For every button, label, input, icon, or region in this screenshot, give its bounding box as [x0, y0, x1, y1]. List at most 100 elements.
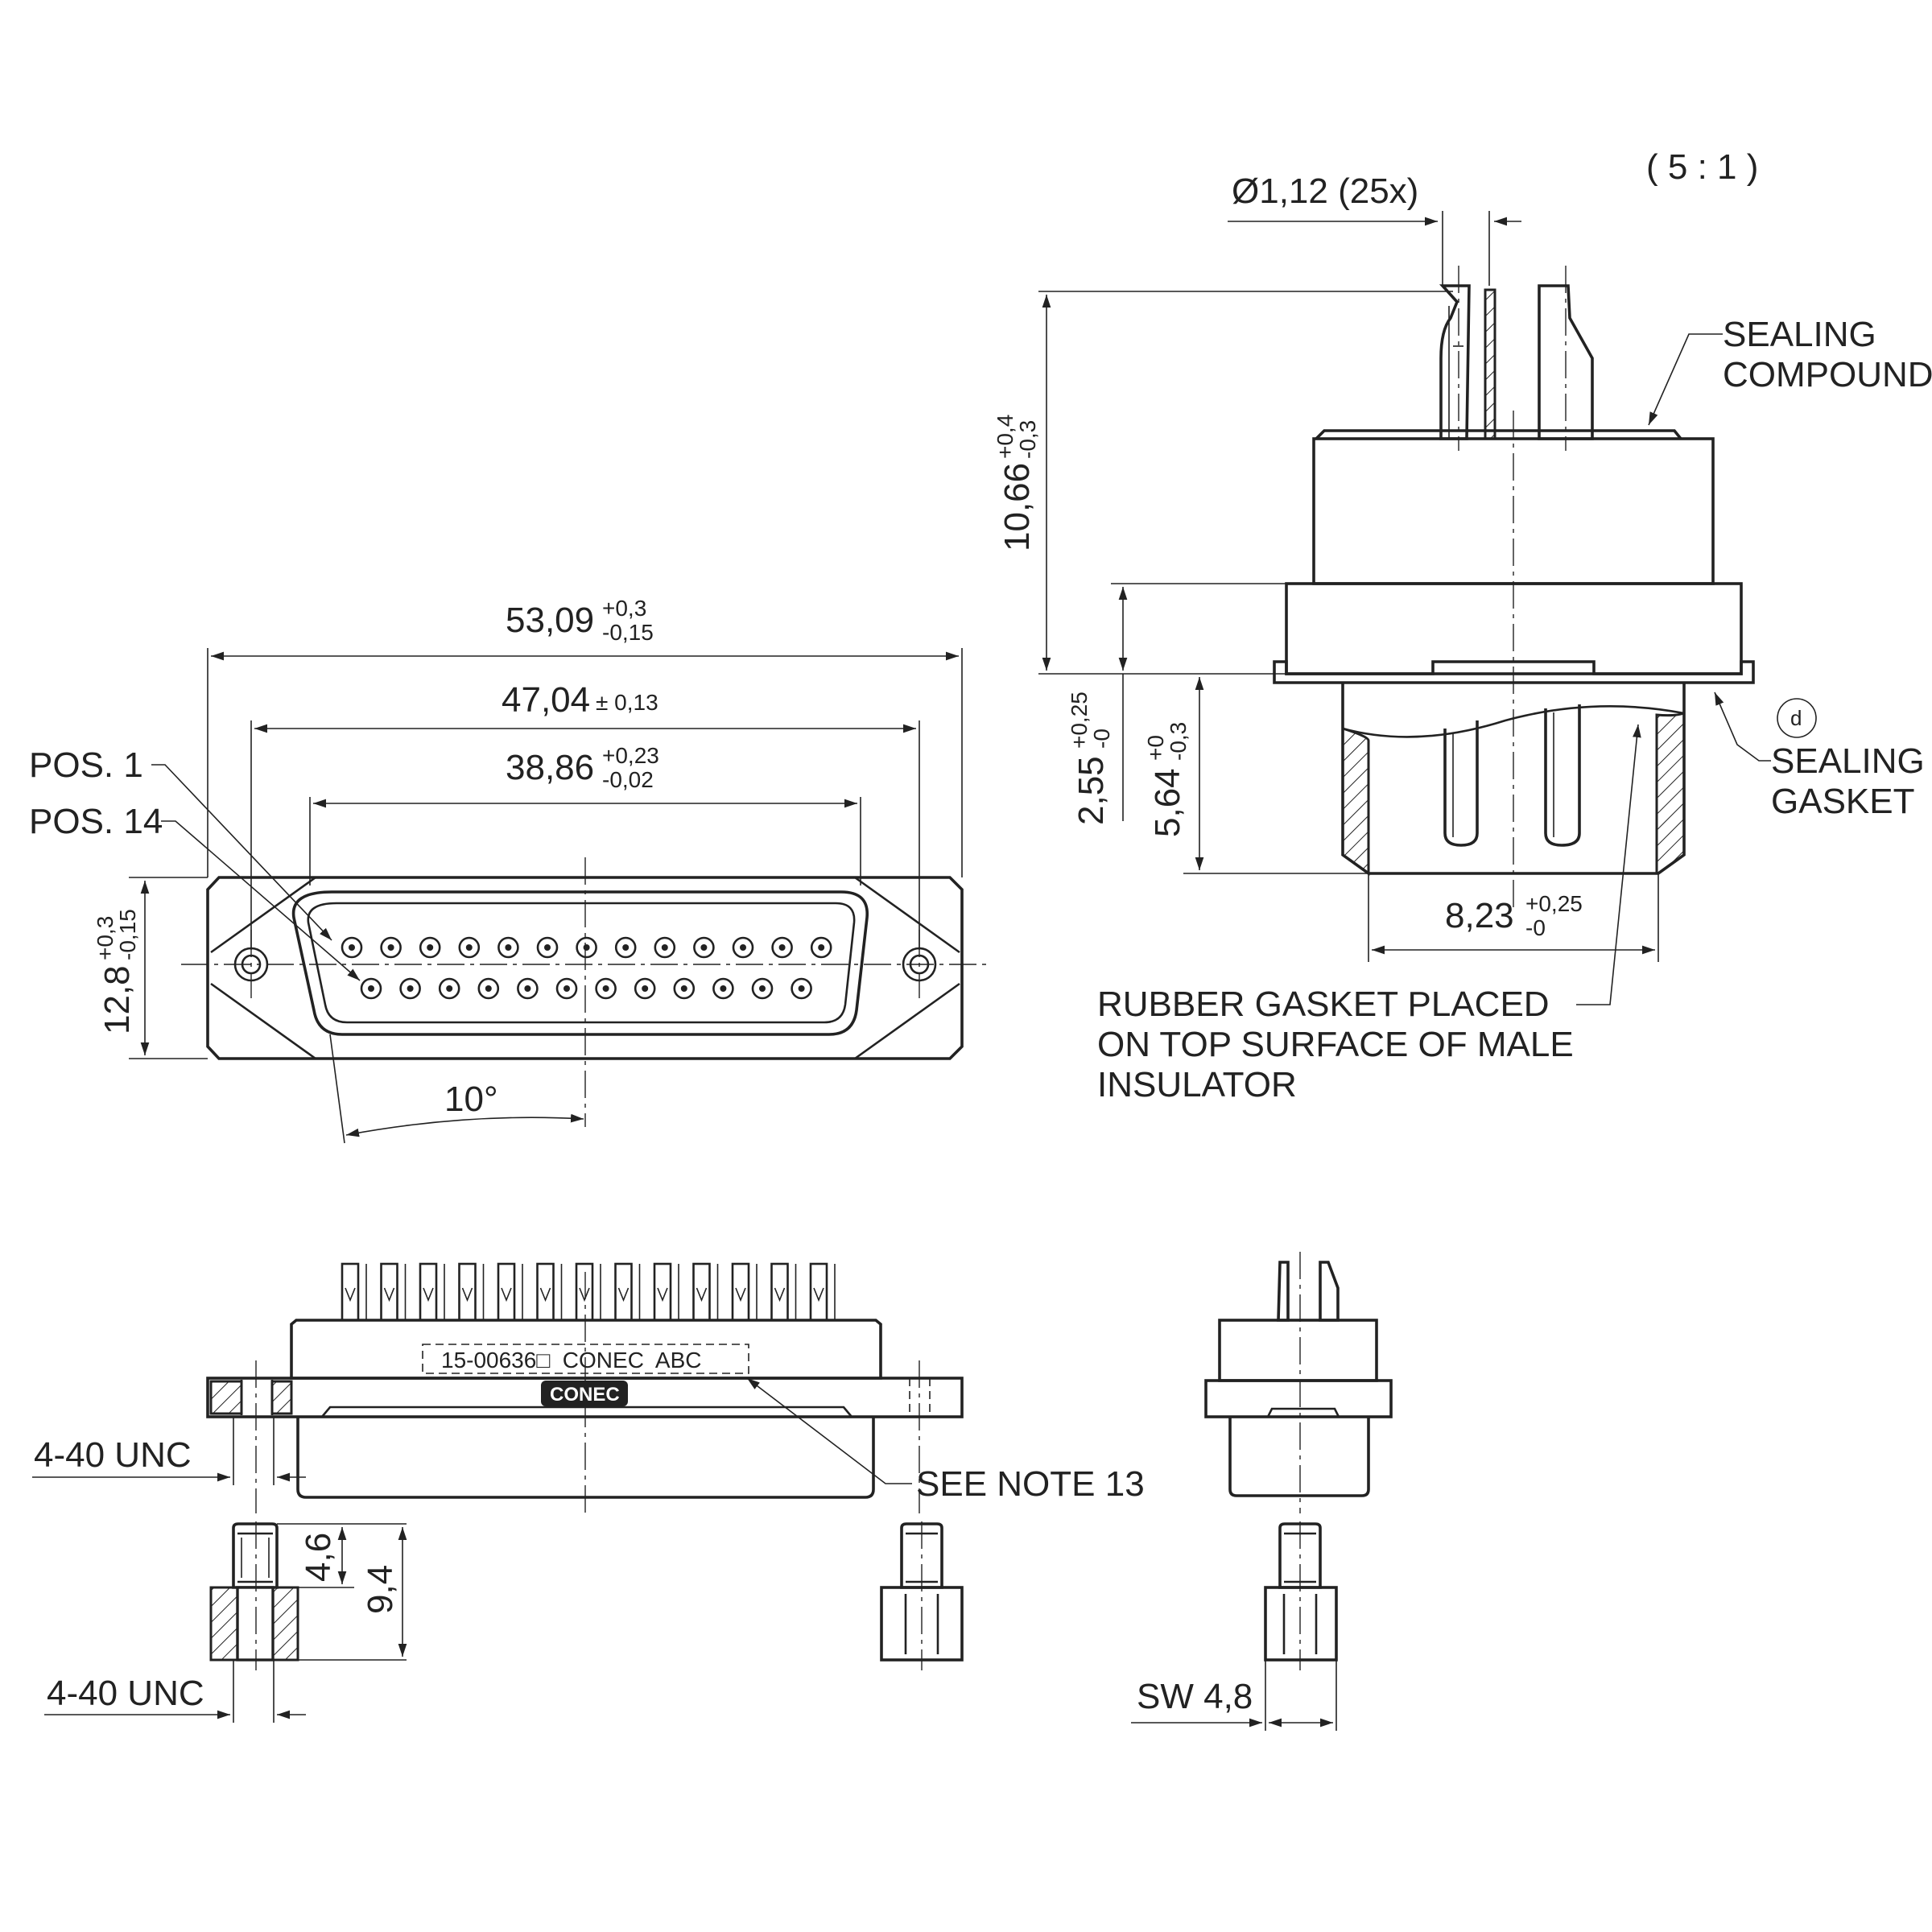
rubber-note-line2: ON TOP SURFACE OF MALE [1097, 1025, 1574, 1064]
contact-pin [380, 936, 402, 959]
front-view: 53,09 +0,3 -0,15 47,04 ± 0,13 38,86 +0,2… [29, 596, 990, 1144]
dim-height-tol-upper: +0,3 [93, 916, 118, 960]
contact-pin-center [720, 985, 727, 992]
sealing-compound-line1: SEALING [1723, 315, 1876, 354]
see-note-13: SEE NOTE 13 [916, 1464, 1145, 1504]
dim-total-height-value: 10,66 [997, 463, 1037, 551]
contact-pin-center [485, 985, 492, 992]
solder-terminal [770, 1262, 797, 1322]
contact-pin-center [680, 985, 687, 992]
contact-pin [712, 977, 734, 1000]
dim-mounting-tol: ± 0,13 [596, 690, 658, 715]
dim-overall-tol-lower: -0,15 [602, 620, 654, 645]
bottom-view: 15-00636□ CONEC ABC CONEC SEE NOTE 13 4-… [32, 1262, 1145, 1723]
contact-pin [536, 936, 559, 959]
dim-mounting-value: 47,04 [502, 680, 590, 720]
solder-terminal [653, 1262, 679, 1322]
dim-shell-value: 38,86 [506, 748, 594, 787]
thread-bottom-label: 4-40 UNC [47, 1674, 204, 1713]
dim-total-height-tol-lower: -0,3 [1015, 420, 1040, 459]
pin-diameter: Ø1,12 (25x) [1232, 171, 1418, 211]
contact-pin [791, 977, 812, 1000]
contact-pin-center [740, 944, 746, 951]
gasket-marker: d [1790, 706, 1802, 730]
contact-pin-center [564, 985, 570, 992]
logo-text: CONEC [550, 1384, 620, 1406]
dim-shell-depth-value: 5,64 [1148, 768, 1187, 837]
contact-pin-center [818, 944, 825, 951]
scale-note: ( 5 : 1 ) [1646, 147, 1758, 187]
contact-pin [555, 977, 578, 1000]
thread-top-label: 4-40 UNC [34, 1435, 192, 1475]
dim-flange-tol-upper: +0,25 [1067, 691, 1092, 749]
dim-shell-tol-lower: -0,02 [602, 767, 654, 792]
dim-total-height-tol-upper: +0,4 [993, 415, 1018, 459]
contact-pin-center [622, 944, 630, 951]
contact-pin-center [778, 944, 786, 951]
small-side-view: SW 4,8 [1131, 1252, 1393, 1731]
solder-terminal [731, 1262, 758, 1322]
contact-pin-center [798, 985, 805, 992]
contact-pin [751, 977, 774, 1000]
contact-pin [477, 977, 500, 1000]
side-view: Ø1,12 (25x) 10,66 +0,4 -0,3 2,55 +0,25 -… [993, 171, 1932, 1104]
solder-terminal [380, 1262, 407, 1322]
contact-pin-center [505, 944, 512, 951]
contact-pin [419, 936, 441, 959]
contact-pin-center [544, 944, 551, 951]
dim-shell-depth-tol-lower: -0,3 [1166, 722, 1191, 761]
contact-pin [576, 936, 597, 959]
solder-terminal [497, 1262, 523, 1322]
contact-pin [438, 977, 460, 1000]
sealing-gasket-line2: GASKET [1771, 782, 1915, 821]
contact-pin [732, 936, 754, 959]
wrench-size: SW 4,8 [1137, 1677, 1253, 1716]
contact-pin [458, 936, 481, 959]
contact-pin-center [642, 985, 649, 992]
terminal-row [341, 1262, 836, 1322]
dim-flange-value: 2,55 [1071, 756, 1111, 825]
dim-overall-tol-upper: +0,3 [602, 596, 646, 621]
dim-shell-width-tol-upper: +0,25 [1525, 891, 1583, 916]
solder-terminal [458, 1262, 485, 1322]
contact-pin-center [524, 985, 531, 992]
conec-logo [541, 1381, 628, 1406]
rubber-note-line3: INSULATOR [1097, 1065, 1297, 1104]
gasket-marker-circle [1777, 698, 1817, 738]
contact-pin-center [465, 944, 473, 951]
contact-pin [673, 977, 696, 1000]
contact-pin [341, 936, 363, 959]
contact-pin-center [368, 985, 374, 992]
solder-terminal [614, 1262, 641, 1322]
contact-pin-center [407, 985, 414, 992]
contact-pin [497, 936, 519, 959]
dim-overall-value: 53,09 [506, 601, 594, 640]
contact-pin [399, 977, 421, 1000]
sealing-compound-line2: COMPOUND [1723, 355, 1932, 394]
solder-terminal [341, 1262, 367, 1322]
dim-stud: 4,6 [299, 1533, 338, 1582]
solder-terminal [692, 1262, 719, 1322]
contact-pin [654, 936, 676, 959]
contact-pin [810, 936, 832, 959]
contact-pin-center [387, 944, 394, 951]
product-marking: 15-00636□ CONEC ABC [441, 1348, 702, 1373]
rubber-note-line1: RUBBER GASKET PLACED [1097, 985, 1550, 1024]
contact-pin-center [583, 944, 590, 951]
contact-pin-center [700, 944, 708, 951]
dim-height-tol-lower: -0,15 [115, 909, 140, 960]
pos1-label: POS. 1 [29, 745, 143, 785]
contact-pin [693, 936, 715, 959]
contact-pin-center [602, 985, 609, 992]
contact-pin-center [759, 985, 766, 992]
solder-terminal [809, 1262, 836, 1322]
contact-pin [634, 977, 656, 1000]
pin-row-1 [341, 936, 832, 959]
contact-pin-center [661, 944, 668, 951]
dim-shell-width-tol-lower: -0 [1525, 915, 1546, 940]
contact-pin-center [446, 985, 453, 992]
contact-pin-center [427, 944, 434, 951]
contact-pin [360, 977, 382, 1000]
dim-bolt: 9,4 [361, 1565, 400, 1614]
